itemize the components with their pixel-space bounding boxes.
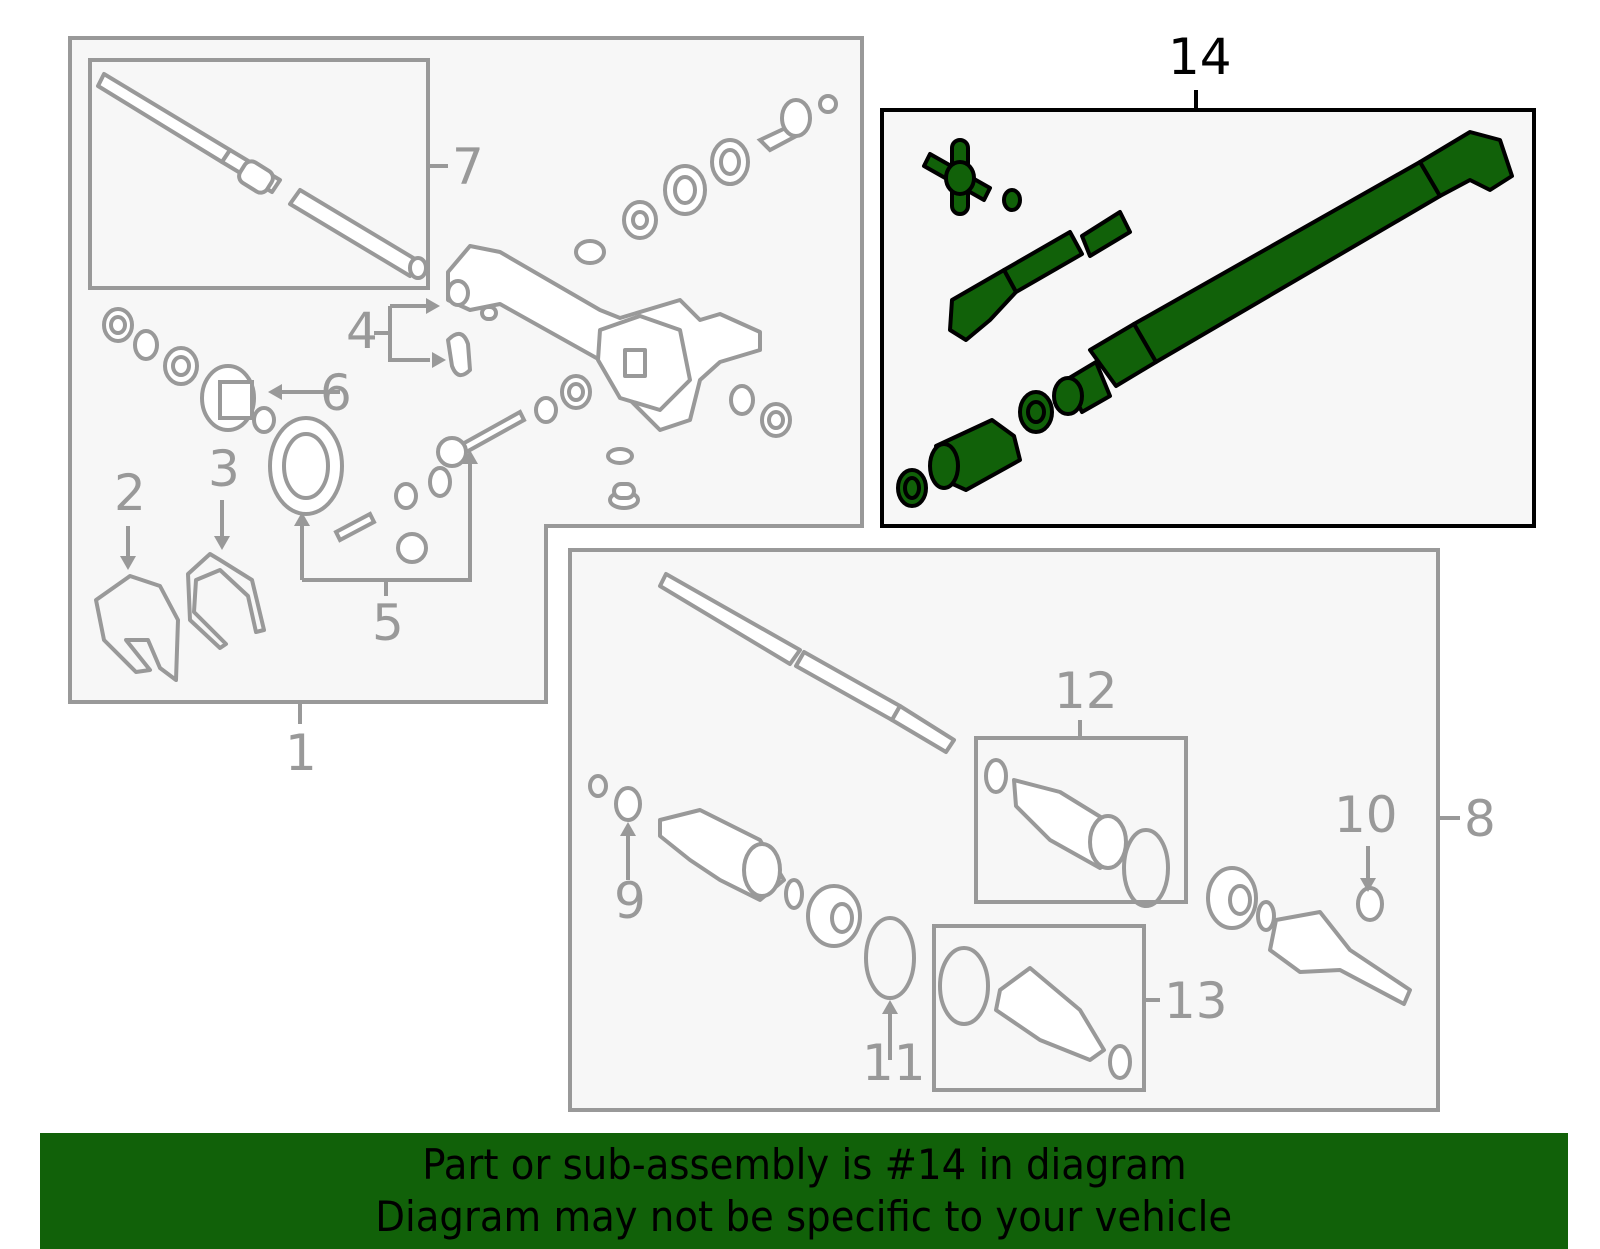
group8-arrowheads bbox=[620, 822, 1376, 1014]
callout-10: 10 bbox=[1334, 786, 1398, 844]
info-banner: Part or sub-assembly is #14 in diagram D… bbox=[40, 1133, 1568, 1249]
banner-disclaimer: Diagram may not be specific to your vehi… bbox=[375, 1192, 1233, 1241]
inner-shaft-drawing bbox=[96, 72, 428, 280]
callout-13: 13 bbox=[1164, 972, 1228, 1030]
differential-carrier-drawing bbox=[446, 244, 762, 432]
callout-9: 9 bbox=[614, 872, 646, 930]
callout-4: 4 bbox=[346, 302, 378, 360]
callout-8: 8 bbox=[1464, 790, 1496, 848]
group8-leaders bbox=[626, 832, 1370, 1060]
callout-6: 6 bbox=[320, 364, 352, 422]
callout-12: 12 bbox=[1054, 662, 1118, 720]
drive-shaft-drawing bbox=[896, 130, 1514, 508]
callout-7: 7 bbox=[452, 138, 484, 196]
callout-5: 5 bbox=[372, 594, 404, 652]
callout-2: 2 bbox=[114, 464, 146, 522]
cover-plates-drawing bbox=[94, 552, 266, 682]
callout-3: 3 bbox=[208, 440, 240, 498]
bearings-drawing bbox=[102, 94, 838, 564]
callout-11: 11 bbox=[862, 1034, 926, 1092]
banner-part-note: Part or sub-assembly is #14 in diagram bbox=[421, 1140, 1187, 1189]
callout-14: 14 bbox=[1168, 28, 1232, 86]
group1-arrowheads bbox=[120, 298, 478, 570]
group1-leaders bbox=[126, 304, 472, 596]
axle-shaft-drawing bbox=[588, 572, 1412, 1080]
callout-1: 1 bbox=[285, 724, 317, 782]
